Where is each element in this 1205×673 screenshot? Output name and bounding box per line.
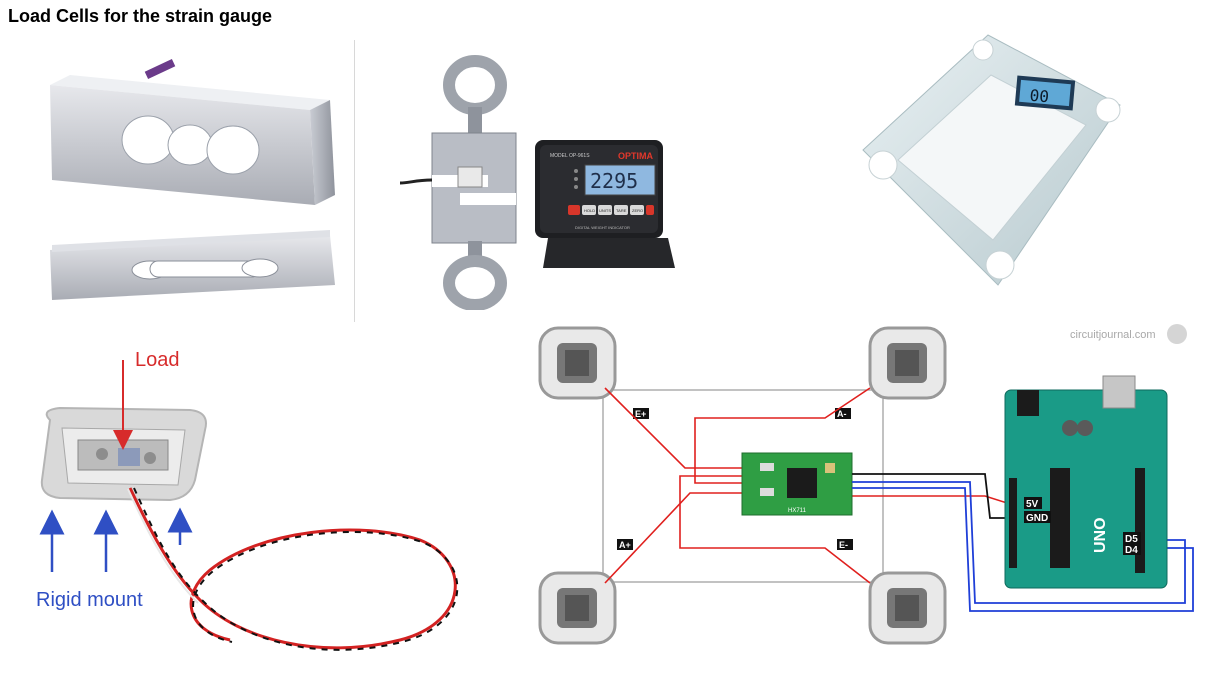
scale-reading: 00 bbox=[1029, 86, 1050, 107]
svg-text:E+: E+ bbox=[635, 409, 646, 419]
bar-load-cells bbox=[30, 55, 350, 310]
blue-wire-2 bbox=[852, 487, 1194, 612]
wiring-diagram: circuitjournal.com E+ bbox=[525, 318, 1205, 668]
key-hold: HOLD bbox=[584, 208, 595, 213]
svg-text:HX711: HX711 bbox=[788, 508, 807, 514]
weight-indicator: MODEL OP-961S OPTIMA 2295 HOLD UNITS TAR… bbox=[535, 140, 675, 268]
arduino-uno-text: UNO bbox=[1092, 517, 1109, 553]
load-cell-bottom-right bbox=[868, 571, 947, 645]
rigid-mount-label: Rigid mount bbox=[36, 589, 143, 611]
svg-text:A+: A+ bbox=[619, 540, 631, 550]
label-a-plus: A+ bbox=[617, 539, 633, 550]
indicator-brand: OPTIMA bbox=[618, 151, 653, 161]
blue-wire-1 bbox=[852, 481, 1186, 604]
label-a-minus: A- bbox=[835, 408, 851, 419]
pin-gnd: GND bbox=[1024, 511, 1051, 524]
key-zero: ZERO bbox=[632, 208, 643, 213]
load-label: Load bbox=[135, 349, 180, 371]
strain-gauge-cell bbox=[40, 406, 207, 502]
load-cell-bottom-left bbox=[538, 571, 617, 645]
svg-text:5V: 5V bbox=[1026, 499, 1039, 510]
page-title: Load Cells for the strain gauge bbox=[8, 6, 273, 26]
svg-text:GND: GND bbox=[1026, 513, 1048, 524]
load-cell-photo: Load Rigid mount bbox=[0, 340, 490, 673]
indicator-model: MODEL OP-961S bbox=[550, 153, 590, 159]
label-e-plus: E+ bbox=[633, 408, 649, 419]
divider bbox=[354, 40, 355, 322]
key-units: UNITS bbox=[599, 208, 611, 213]
bathroom-scale: 00 bbox=[858, 30, 1123, 290]
arduino-board: UNO bbox=[1004, 375, 1168, 589]
indicator-reading: 2295 bbox=[590, 169, 638, 193]
s-beam-cell bbox=[400, 55, 517, 310]
platform-frame bbox=[602, 389, 884, 583]
watermark: circuitjournal.com bbox=[1070, 329, 1156, 341]
load-cell-top-left bbox=[538, 326, 617, 400]
pin-5v: 5V bbox=[1024, 497, 1042, 510]
pin-d5: D5 bbox=[1123, 532, 1141, 545]
svg-text:D4: D4 bbox=[1125, 545, 1138, 556]
s-type-load-cell: MODEL OP-961S OPTIMA 2295 HOLD UNITS TAR… bbox=[400, 55, 690, 310]
load-cell-top-right bbox=[868, 326, 947, 400]
key-tare: TARE bbox=[616, 208, 627, 213]
pin-d4: D4 bbox=[1123, 543, 1141, 556]
twisted-wires bbox=[127, 487, 459, 651]
hx711-board: HX711 bbox=[741, 452, 853, 516]
small-load-cell bbox=[50, 230, 335, 300]
indicator-plate: DIGITAL WEIGHT INDICATOR bbox=[575, 225, 630, 230]
large-load-cell bbox=[50, 59, 335, 205]
label-e-minus: E- bbox=[837, 539, 853, 550]
watermark-logo bbox=[1167, 324, 1187, 344]
svg-text:D5: D5 bbox=[1125, 534, 1138, 545]
svg-text:A-: A- bbox=[837, 409, 847, 419]
svg-text:E-: E- bbox=[839, 540, 848, 550]
